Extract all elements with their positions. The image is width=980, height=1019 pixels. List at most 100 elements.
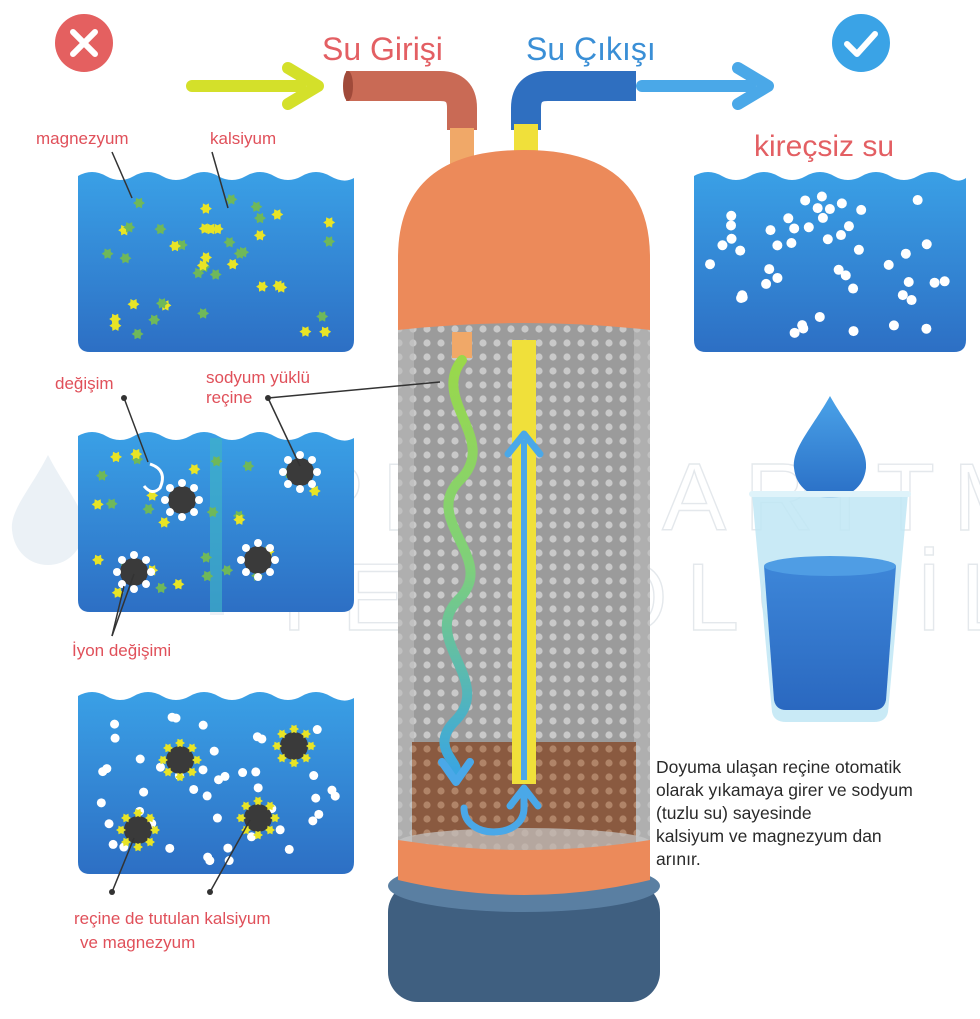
captured-ion <box>301 753 311 763</box>
sodium-ion <box>214 775 224 785</box>
soft-water-ion <box>900 248 911 259</box>
sodium-ion <box>117 580 126 589</box>
sodium-ion <box>189 784 199 794</box>
soft-water-ion <box>705 259 716 270</box>
captured-ion <box>265 825 275 835</box>
sodium-ion <box>190 483 199 492</box>
water-out-label: Su Çıkışı <box>526 31 656 67</box>
captured-ion <box>306 741 316 751</box>
tank-base <box>388 882 660 1002</box>
calcium-ion <box>308 485 321 497</box>
magnesium-ion <box>155 582 168 594</box>
soft-water-ion <box>833 264 844 275</box>
calcium-ion <box>92 554 105 566</box>
captured-ion <box>121 837 131 847</box>
soft-water-ion <box>772 272 783 283</box>
captured-ion <box>145 837 155 847</box>
soft-water-ion <box>726 233 737 244</box>
magnesium-ion <box>242 460 255 472</box>
magnesium-ion <box>105 498 118 509</box>
sodium-ion <box>165 508 174 517</box>
sodium-ion <box>275 825 285 835</box>
sodium-ion <box>266 568 275 577</box>
ion-exchange-label: İyon değişimi <box>72 641 171 660</box>
calcium-ion <box>158 517 171 528</box>
soft-water-ion <box>783 213 794 224</box>
magnesium-ion <box>101 248 114 259</box>
captured-ion <box>277 729 287 739</box>
soft-water-ion <box>761 278 772 289</box>
sodium-ion <box>147 568 155 576</box>
sodium-ion <box>312 725 322 735</box>
calcium-ion <box>253 230 266 241</box>
resin-bead <box>280 732 308 760</box>
sodium-ion <box>165 483 174 492</box>
water-in-label: Su Girişi <box>322 31 443 67</box>
captured-box <box>78 692 354 874</box>
magnesium-ion <box>148 314 161 325</box>
calcium-ion <box>271 209 284 220</box>
calcium-ion <box>256 281 269 292</box>
sodium-ion <box>142 580 151 589</box>
soft-water-ion <box>764 264 775 275</box>
magnesium-ion <box>210 456 223 467</box>
sodium-ion <box>241 543 250 552</box>
calcium-ion <box>109 320 122 331</box>
sodium-ion <box>110 733 120 743</box>
sodium-ion <box>178 479 186 487</box>
sodium-ion <box>223 843 233 853</box>
magnesium-ion <box>123 222 136 233</box>
exchange-arrow-icon <box>142 462 164 493</box>
soft-water-ion <box>735 245 746 256</box>
sodium-ion <box>96 798 106 808</box>
captured-ion <box>270 813 280 823</box>
calcium-ion <box>196 260 209 271</box>
sodium-ion <box>283 480 292 489</box>
description-line: olarak yıkamaya girer ve sodyum <box>656 780 913 800</box>
magnesium-ion <box>119 253 132 264</box>
sodium-ion <box>198 720 208 730</box>
magnesium-ion <box>206 506 219 518</box>
resin-bead <box>124 816 152 844</box>
check-icon <box>832 14 890 72</box>
flow-path-down <box>439 355 478 775</box>
sodium-ion <box>110 719 120 729</box>
magnesium-ion <box>323 236 336 247</box>
soft-water-ion <box>789 223 800 234</box>
magnesium-ion <box>197 308 210 319</box>
sodium-ion <box>130 551 138 559</box>
sodium-ion <box>161 496 169 504</box>
sodium-ion <box>311 793 321 803</box>
soft-water-ion <box>897 290 908 301</box>
soft-water-ion <box>817 212 828 223</box>
soft-water-ion <box>797 320 808 331</box>
sodium-ion <box>238 768 248 778</box>
magnesium-ion <box>142 503 155 515</box>
captured-ion <box>133 842 143 852</box>
sodium-ion <box>308 455 317 464</box>
soft-water-ion <box>816 191 827 202</box>
inlet-arrow-icon <box>186 62 324 110</box>
captured-ion <box>163 743 173 753</box>
soft-water-ion <box>803 222 814 233</box>
captured-ion <box>272 741 282 751</box>
calcium-ion <box>323 217 336 228</box>
sodium-ion <box>113 568 121 576</box>
soft-water-ion <box>726 210 737 221</box>
calcium-ion <box>319 326 332 337</box>
sodium-ion <box>296 451 304 459</box>
resin-bead <box>286 458 314 486</box>
soft-water-ion <box>786 237 797 248</box>
sodium-ion <box>279 468 287 476</box>
soft-water-ion <box>906 295 917 306</box>
sodium-ion <box>108 839 118 849</box>
captured-ion <box>265 801 275 811</box>
sodium-ion <box>190 508 199 517</box>
sodium-ion <box>165 843 175 853</box>
flow-arrow-down-icon <box>438 758 474 786</box>
magnesium-label: magnezyum <box>36 129 129 148</box>
sodium-ion <box>98 767 108 777</box>
calcium-ion <box>233 514 246 525</box>
calcium-ion <box>130 448 143 460</box>
